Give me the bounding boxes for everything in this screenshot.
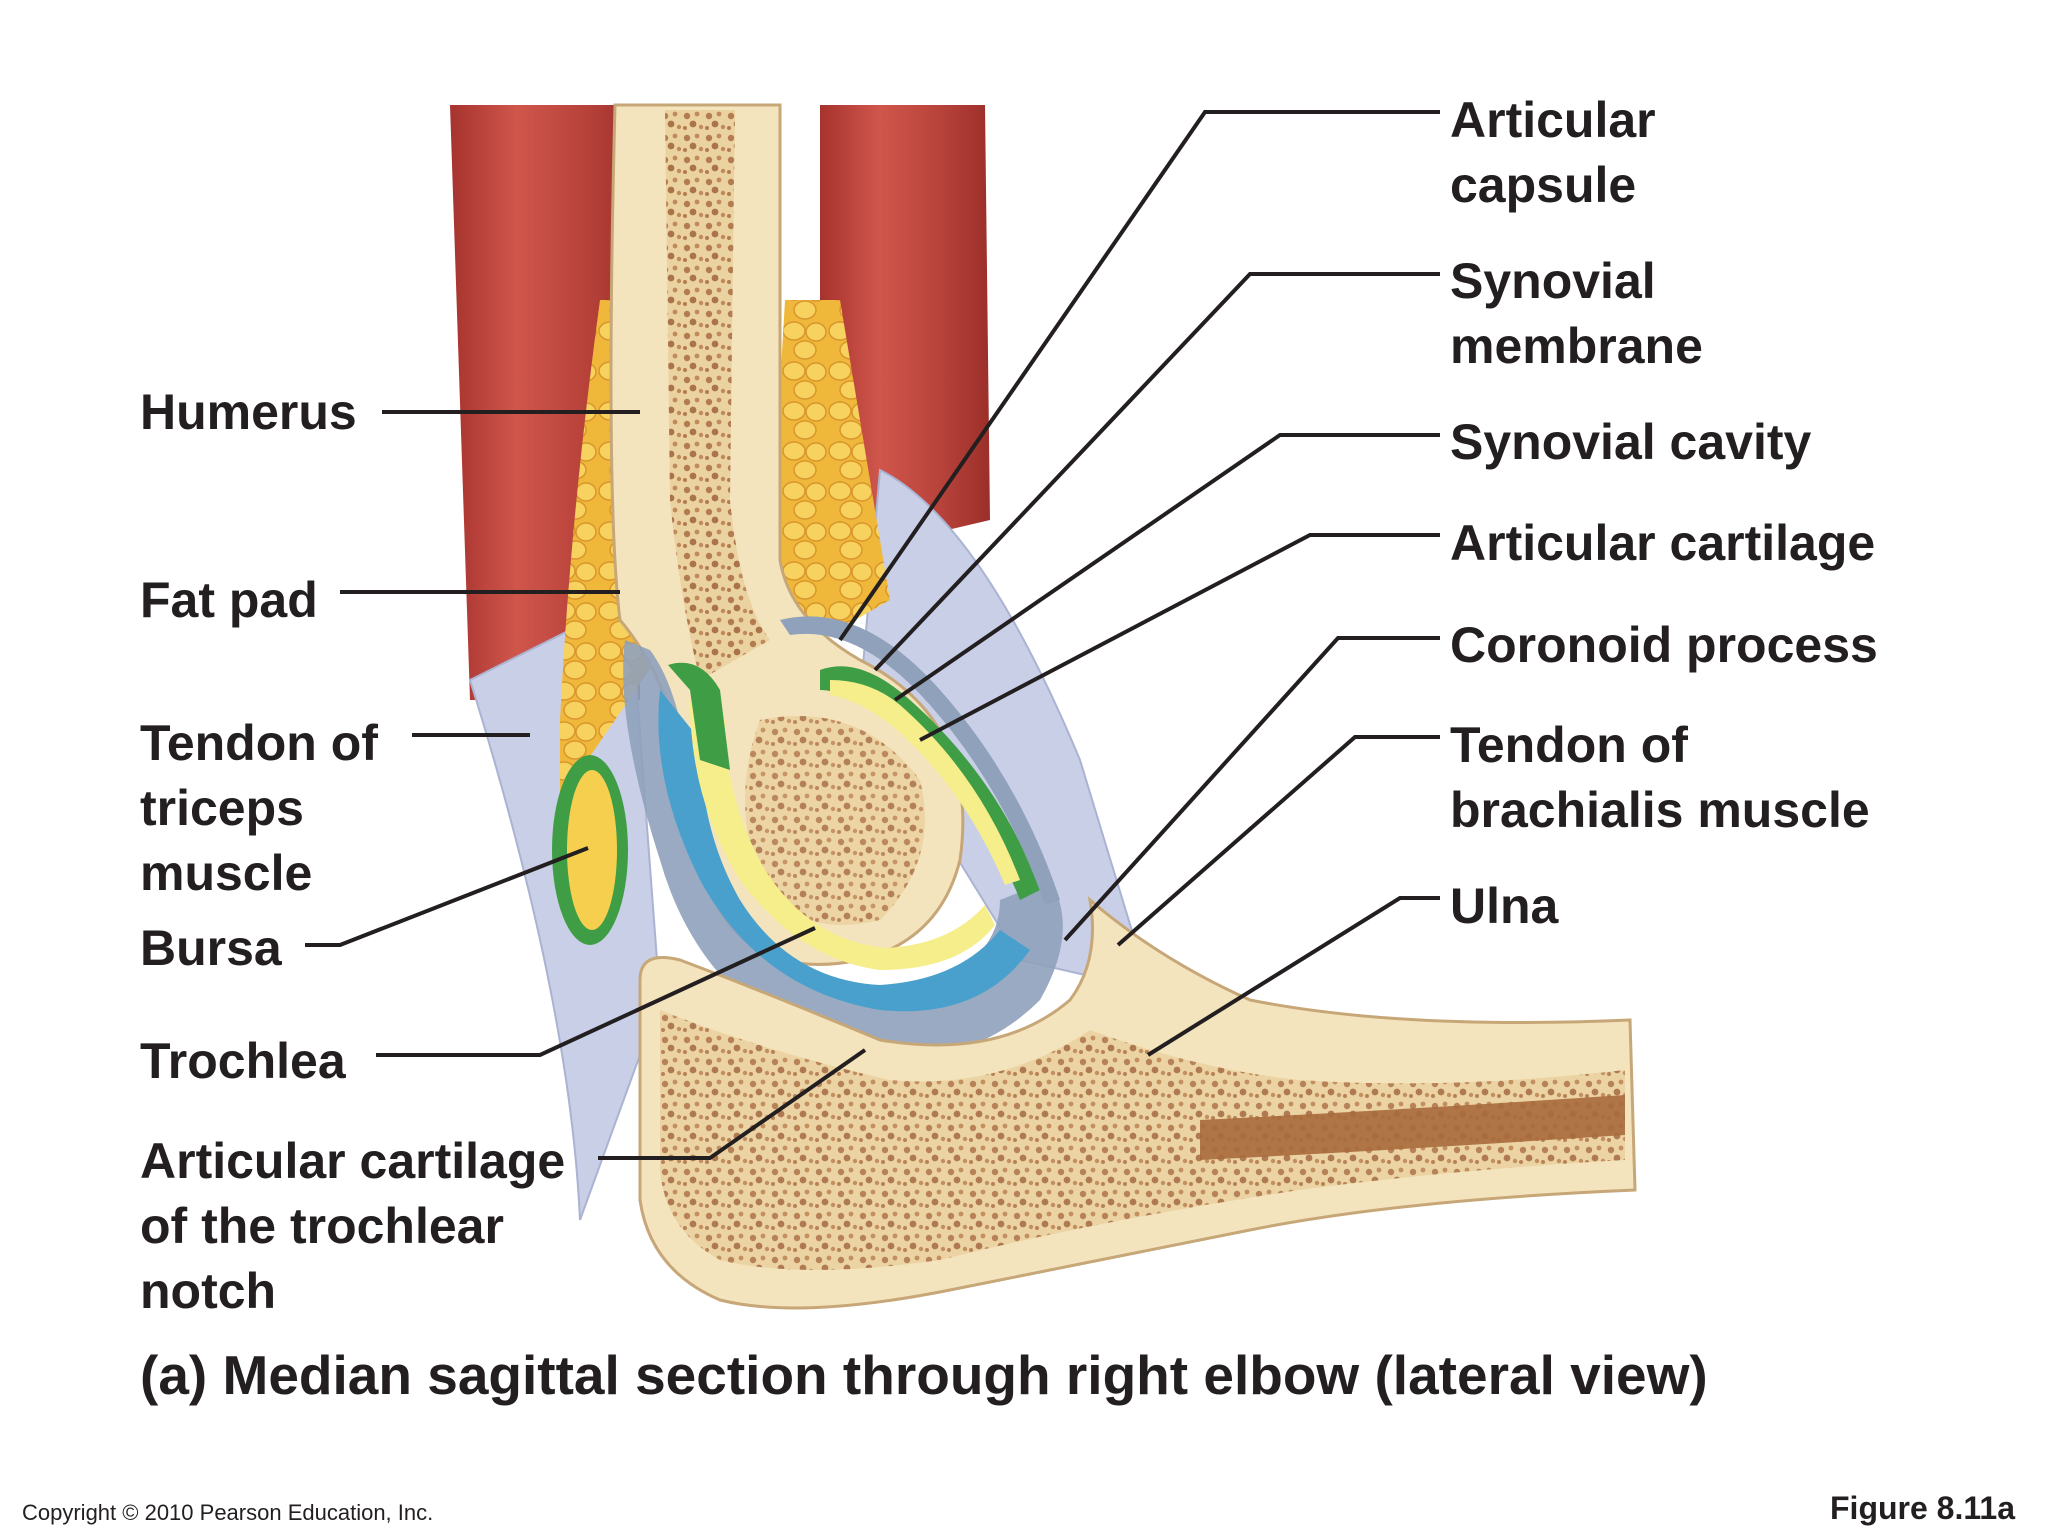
leader-tendon-brachialis: [1116, 735, 1440, 947]
capsule-outer-anterior: [780, 616, 1060, 905]
label-ulna: Ulna: [1450, 878, 1559, 934]
label-tendon-of-triceps-line2: triceps: [140, 780, 304, 836]
label-coronoid-process: Coronoid process: [1450, 617, 1878, 673]
copyright-notice: Copyright © 2010 Pearson Education, Inc.: [22, 1500, 434, 1525]
label-tendon-of-brachialis-line2: brachialis muscle: [1450, 782, 1870, 838]
label-bursa: Bursa: [140, 920, 282, 976]
label-humerus: Humerus: [140, 384, 357, 440]
ulna-spongy-bone: [660, 1010, 1625, 1270]
label-synovial-membrane-line2: membrane: [1450, 318, 1703, 374]
label-articular-capsule-line2: capsule: [1450, 157, 1637, 213]
leader-articular-cartilage: [919, 533, 1440, 742]
humerus-condyle-spongy: [745, 716, 925, 925]
leader-synovial-membrane: [873, 272, 1440, 672]
label-tendon-of-triceps-line3: muscle: [140, 845, 313, 901]
label-articular-capsule: Articular capsule: [1450, 88, 1656, 218]
label-fat-pad: Fat pad: [140, 572, 318, 628]
label-tendon-of-triceps-line1: Tendon of: [140, 715, 378, 771]
brachialis-tendon: [858, 468, 1152, 992]
label-synovial-cavity: Synovial cavity: [1450, 414, 1812, 470]
label-articular-capsule-line1: Articular: [1450, 92, 1656, 148]
leader-bursa: [305, 846, 589, 947]
leader-ulna: [1146, 896, 1440, 1057]
leader-trochlea: [376, 926, 816, 1057]
articular-cartilage-blue: [658, 690, 1030, 1012]
label-articular-cartilage-notch: Articular cartilage of the trochlear not…: [140, 1129, 565, 1324]
label-articular-cartilage-notch-line3: notch: [140, 1263, 277, 1319]
leader-articular-capsule: [838, 110, 1440, 642]
label-trochlea: Trochlea: [140, 1033, 346, 1089]
anterior-fat-pad: [770, 300, 890, 640]
leader-artic-cart-notch: [598, 1048, 867, 1160]
leader-lines: [305, 110, 1440, 1160]
leader-coronoid-process: [1063, 636, 1440, 942]
label-articular-cartilage-notch-line1: Articular cartilage: [140, 1133, 566, 1189]
figure-caption: (a) Median sagittal section through righ…: [140, 1344, 1708, 1406]
label-articular-cartilage-notch-line2: of the trochlear: [140, 1198, 504, 1254]
label-tendon-of-brachialis-line1: Tendon of: [1450, 717, 1688, 773]
figure-number: Figure 8.11a: [1830, 1490, 2015, 1526]
label-synovial-membrane-line1: Synovial: [1450, 253, 1656, 309]
articular-capsule-layer: [623, 640, 1063, 1059]
humerus-spongy-bone: [665, 110, 770, 680]
synovial-membrane-green: [668, 662, 730, 770]
bursa-interior: [567, 770, 617, 930]
leader-synovial-cavity: [893, 433, 1440, 702]
label-tendon-of-brachialis: Tendon of brachialis muscle: [1450, 713, 1870, 843]
label-synovial-membrane: Synovial membrane: [1450, 249, 1703, 379]
anterior-cavity-yellow: [830, 680, 1020, 885]
ulna-medullary-band: [1200, 1095, 1625, 1160]
label-articular-cartilage: Articular cartilage: [1450, 515, 1876, 571]
synovial-cavity-yellow: [690, 700, 995, 970]
label-tendon-of-triceps: Tendon of triceps muscle: [140, 711, 378, 906]
